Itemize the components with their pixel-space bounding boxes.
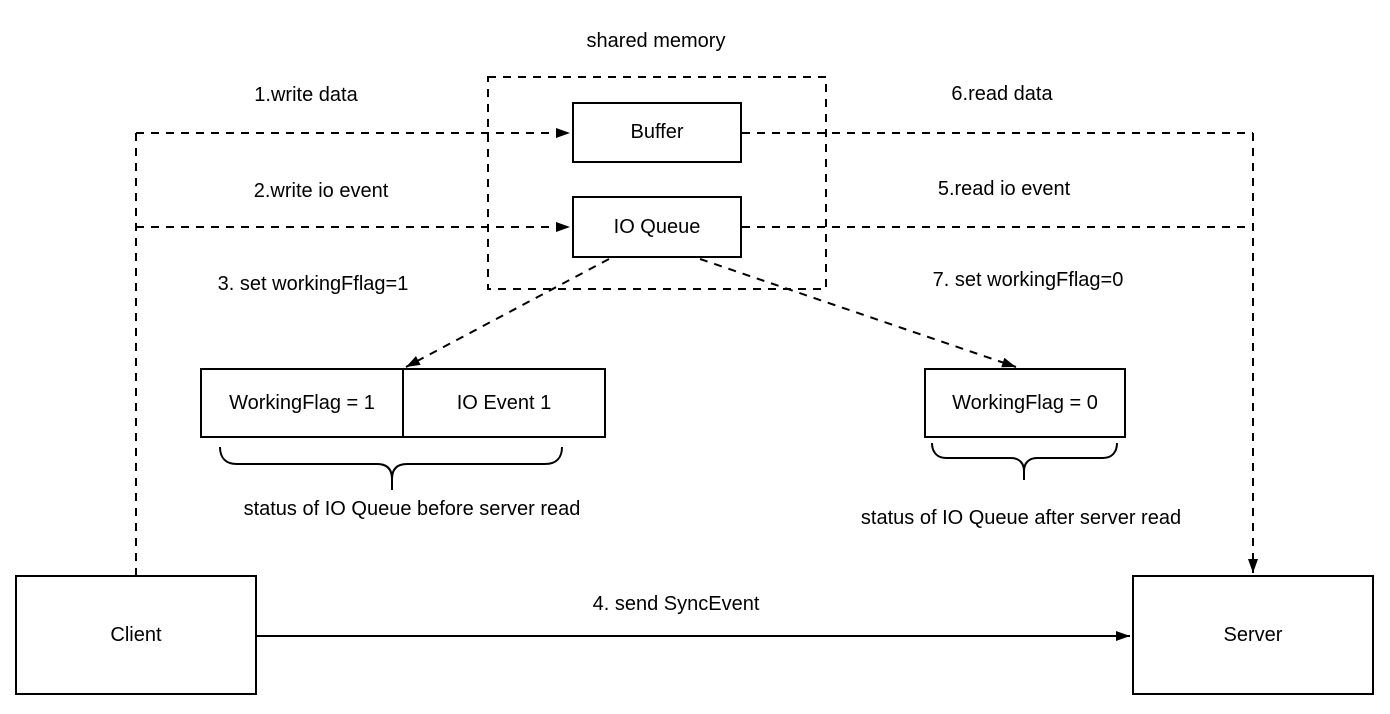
brace-before-left-half <box>219 446 393 490</box>
client-node: Client <box>15 575 257 695</box>
io-queue-node: IO Queue <box>572 196 742 258</box>
status-after-box: WorkingFlag = 0 <box>924 368 1126 438</box>
set-working-flag-1-arrow <box>405 258 610 368</box>
io-event-1-cell: IO Event 1 <box>456 391 552 414</box>
step-3-set-working-flag-1-label: 3. set workingFflag=1 <box>217 273 409 295</box>
step-7-set-working-flag-0-label: 7. set workingFflag=0 <box>932 269 1124 291</box>
step-6-read-data-label: 6.read data <box>951 83 1053 105</box>
brace-after-left-half <box>931 442 1025 480</box>
step-1-write-data-label: 1.write data <box>254 84 358 106</box>
set-working-flag-0-arrow <box>699 258 1017 368</box>
step-5-read-io-event-label: 5.read io event <box>937 178 1071 200</box>
brace-after-right-half <box>1023 442 1118 472</box>
status-before-caption: status of IO Queue before server read <box>243 498 581 520</box>
buffer-node: Buffer <box>572 102 742 163</box>
working-flag-1-cell: WorkingFlag = 1 <box>202 370 404 436</box>
shared-memory-title: shared memory <box>586 30 726 52</box>
shared-memory-dashed-box <box>487 76 827 290</box>
server-node: Server <box>1132 575 1374 695</box>
step-2-write-io-event-label: 2.write io event <box>253 180 389 202</box>
step-4-send-sync-event-label: 4. send SyncEvent <box>592 593 760 615</box>
status-after-caption: status of IO Queue after server read <box>860 507 1182 529</box>
brace-before-right-half <box>391 446 563 480</box>
status-before-box: WorkingFlag = 1 IO Event 1 <box>200 368 606 438</box>
